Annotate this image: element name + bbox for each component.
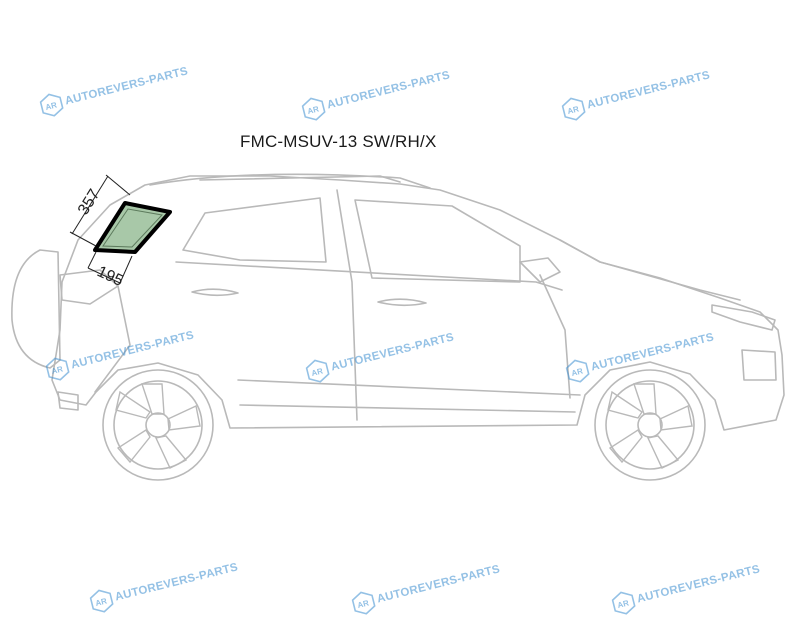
watermark: AR AUTOREVERS-PARTS bbox=[559, 63, 713, 123]
watermark-logo-icon: AR bbox=[89, 589, 114, 613]
watermark-logo-icon: AR bbox=[565, 359, 590, 383]
watermark-logo-icon: AR bbox=[305, 359, 330, 383]
svg-text:AR: AR bbox=[566, 104, 580, 116]
watermark-logo-icon: AR bbox=[351, 591, 376, 615]
svg-text:AR: AR bbox=[306, 104, 320, 116]
svg-text:AR: AR bbox=[570, 366, 584, 378]
watermark-logo-icon: AR bbox=[301, 97, 326, 121]
front-side-window bbox=[354, 199, 521, 283]
rear-fog-lamp bbox=[57, 391, 79, 411]
spare-wheel bbox=[11, 249, 61, 369]
watermark-logo-icon: AR bbox=[45, 357, 70, 381]
watermark: AR AUTOREVERS-PARTS bbox=[43, 323, 197, 383]
front-wheel bbox=[594, 369, 706, 481]
dimension-lines bbox=[69, 174, 133, 284]
diagram-canvas: FMC-MSUV-13 SW/RH/X bbox=[11, 59, 785, 615]
headlight bbox=[711, 304, 776, 331]
rear-door-line bbox=[336, 189, 358, 421]
svg-text:AR: AR bbox=[94, 596, 108, 608]
watermark-logo-icon: AR bbox=[39, 93, 64, 117]
dimension-width-label: 195 bbox=[94, 263, 125, 290]
watermark: AR AUTOREVERS-PARTS bbox=[303, 325, 457, 385]
car-body-outline bbox=[51, 175, 785, 431]
svg-text:AR: AR bbox=[50, 364, 64, 376]
svg-text:AR: AR bbox=[356, 598, 370, 610]
front-door-line bbox=[539, 274, 571, 399]
quarter-glass-highlight bbox=[93, 201, 172, 254]
rear-door-handle bbox=[191, 288, 239, 297]
svg-text:AR: AR bbox=[310, 366, 324, 378]
front-grille bbox=[741, 349, 777, 381]
svg-text:AR: AR bbox=[44, 100, 58, 112]
rear-side-window bbox=[182, 197, 327, 263]
car-outline-drawing: 357 195 bbox=[11, 173, 785, 481]
rear-wheel bbox=[102, 369, 214, 481]
part-code-label: FMC-MSUV-13 SW/RH/X bbox=[240, 132, 437, 151]
watermark-logo-icon: AR bbox=[611, 591, 636, 615]
side-mirror bbox=[519, 257, 561, 283]
hood-line bbox=[559, 239, 741, 301]
watermark-logo-icon: AR bbox=[561, 97, 586, 121]
watermark: AR AUTOREVERS-PARTS bbox=[37, 59, 191, 119]
svg-text:AR: AR bbox=[616, 598, 630, 610]
dimension-height-label: 357 bbox=[75, 186, 104, 218]
watermark: AR AUTOREVERS-PARTS bbox=[299, 63, 453, 123]
front-door-handle bbox=[377, 298, 427, 307]
watermark: AR AUTOREVERS-PARTS bbox=[563, 325, 717, 385]
